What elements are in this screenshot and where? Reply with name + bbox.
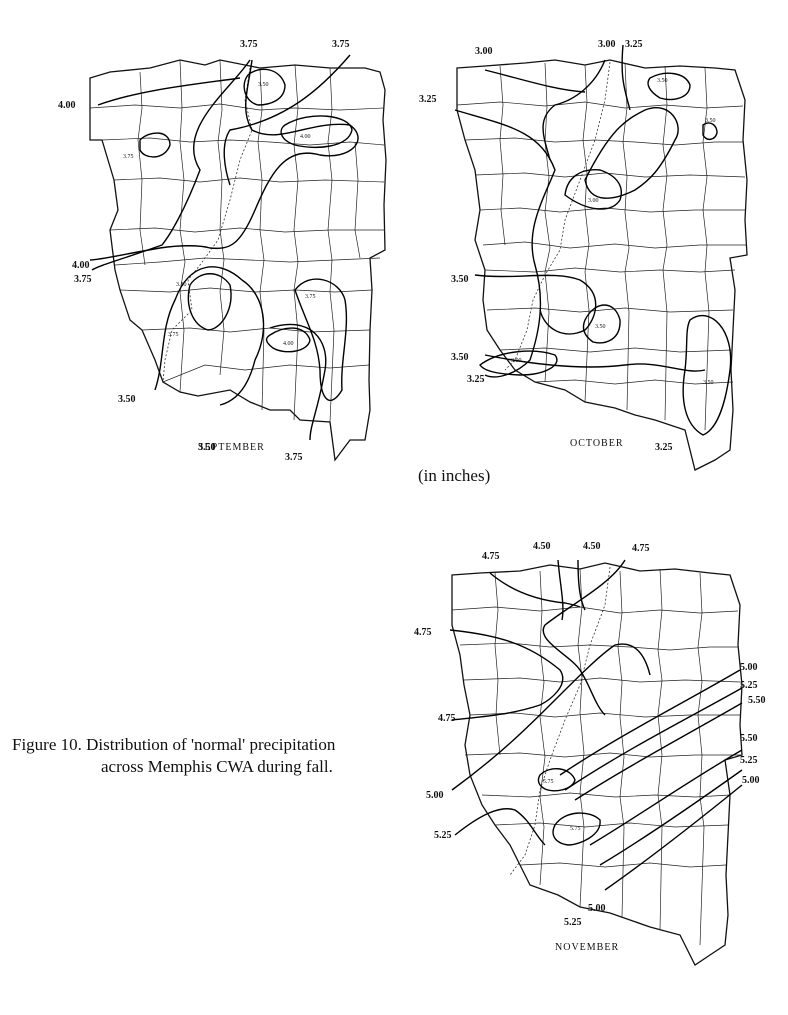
- september-isohyets: [89, 54, 359, 441]
- september-map: 3.75 3.75 4.00 4.00 3.75 3.50 3.50 3.75 …: [58, 39, 387, 463]
- october-isohyets: [454, 44, 732, 436]
- inner-label: 5.75: [570, 826, 581, 832]
- isohyet-label: 3.50: [118, 394, 136, 405]
- november-map: 4.75 4.50 4.50 4.75 4.75 4.75 5.00 5.00 …: [414, 541, 766, 966]
- isohyet-label: 3.50: [451, 274, 469, 285]
- units-label: (in inches): [418, 466, 491, 485]
- november-county-boundaries: [451, 562, 743, 966]
- november-mississippi-river: [509, 566, 611, 876]
- november-isohyet-labels: 4.75 4.50 4.50 4.75 4.75 4.75 5.00 5.00 …: [414, 541, 766, 928]
- isohyet-label: 3.75: [74, 274, 92, 285]
- isohyet-label: 3.75: [332, 39, 350, 50]
- isohyet-label: 4.75: [482, 551, 500, 562]
- inner-label: 3.75: [168, 332, 179, 338]
- isohyet-label: 4.75: [632, 543, 650, 554]
- october-isohyet-labels: 3.00 3.00 3.25 3.25 3.50 3.50 3.25 3.25 …: [419, 39, 716, 453]
- isohyet-label: 4.00: [72, 260, 90, 271]
- isohyet-label: 5.00: [588, 903, 606, 914]
- isohyet-label: 3.25: [467, 374, 485, 385]
- isohyet-label: 3.00: [598, 39, 616, 50]
- isohyet-label: 5.50: [740, 733, 758, 744]
- figure-caption-line2: across Memphis CWA during fall.: [101, 757, 333, 776]
- map-title-september: SEPTEMBER: [198, 442, 265, 453]
- isohyet-label: 5.00: [742, 775, 760, 786]
- october-mississippi-river: [504, 61, 611, 371]
- map-title-october: OCTOBER: [570, 438, 624, 449]
- inner-label: 3.50: [258, 82, 269, 88]
- inner-label: 3.75: [123, 154, 134, 160]
- figure-caption-line1: Figure 10. Distribution of 'normal' prec…: [12, 735, 336, 754]
- inner-label: 4.00: [300, 134, 311, 140]
- isohyet-label: 5.50: [748, 695, 766, 706]
- isohyet-label: 3.50: [451, 352, 469, 363]
- isohyet-label: 5.00: [426, 790, 444, 801]
- isohyet-label: 4.00: [58, 100, 76, 111]
- isohyet-label: 3.75: [240, 39, 258, 50]
- inner-label: 5.75: [543, 779, 554, 785]
- map-title-november: NOVEMBER: [555, 942, 619, 953]
- isohyet-label: 4.50: [583, 541, 601, 552]
- inner-label: 4.00: [283, 341, 294, 347]
- isohyet-label: 3.75: [285, 452, 303, 463]
- inner-label: 3.80: [176, 282, 187, 288]
- isohyet-label: 3.25: [625, 39, 643, 50]
- inner-label: 3.50: [657, 78, 668, 84]
- isohyet-label: 3.00: [475, 46, 493, 57]
- isohyet-label: 5.25: [434, 830, 452, 841]
- inner-label: 3.00: [511, 358, 522, 364]
- isohyet-label: 5.00: [740, 662, 758, 673]
- november-isohyets: [449, 559, 743, 891]
- inner-label: 3.50: [703, 380, 714, 386]
- isohyet-label: 3.25: [655, 442, 673, 453]
- inner-label: 3.50: [595, 324, 606, 330]
- isohyet-label: 5.25: [740, 680, 758, 691]
- october-county-boundaries: [456, 59, 748, 471]
- isohyet-label: 4.75: [438, 713, 456, 724]
- isohyet-label: 4.75: [414, 627, 432, 638]
- september-mississippi-river: [162, 67, 253, 383]
- inner-label: 3.75: [305, 294, 316, 300]
- isohyet-label: 4.50: [533, 541, 551, 552]
- inner-label: 3.50: [705, 118, 716, 124]
- inner-label: 3.00: [588, 198, 599, 204]
- isohyet-label: 5.25: [740, 755, 758, 766]
- september-isohyet-labels: 3.75 3.75 4.00 4.00 3.75 3.50 3.50 3.75 …: [58, 39, 350, 463]
- isohyet-label: 3.25: [419, 94, 437, 105]
- isohyet-label: 3.50: [198, 442, 216, 453]
- isohyet-label: 5.25: [564, 917, 582, 928]
- october-map: 3.00 3.00 3.25 3.25 3.50 3.50 3.25 3.25 …: [419, 39, 748, 471]
